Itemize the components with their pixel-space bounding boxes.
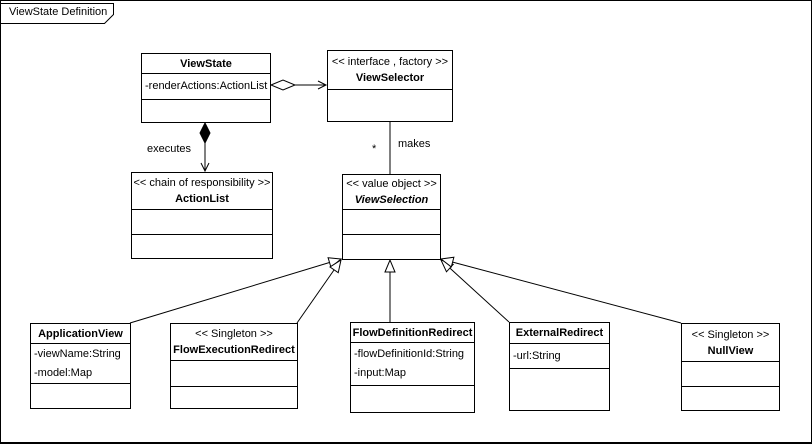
attributes-compartment: -renderActions:ActionList [142,73,270,99]
operations-compartment [132,234,272,258]
stereotype: << Singleton >> [195,328,273,340]
uml-class-viewstate: ViewState -renderActions:ActionList [141,53,271,123]
class-name: ExternalRedirect [515,327,604,339]
name-compartment: ExternalRedirect [510,323,609,343]
attribute: -model:Map [34,366,93,379]
uml-class-nullview: << Singleton >> NullView [681,323,780,411]
stereotype: << value object >> [346,178,437,190]
operations-compartment [343,234,440,259]
operations-compartment [31,383,130,408]
attributes-compartment: -flowDefinitionId:String -input:Map [351,342,474,385]
name-compartment: ViewState [142,54,270,73]
class-name: ViewSelection [354,194,429,206]
class-name: FlowDefinitionRedirect [352,326,473,339]
class-name: ViewState [180,57,232,70]
composition-diamond-icon [199,121,211,145]
attribute: -url:String [513,349,561,362]
uml-class-flowexecutionredirect: << Singleton >> FlowExecutionRedirect [170,323,298,409]
operations-compartment [351,385,474,412]
association-label: makes [398,138,431,150]
operations-compartment [328,89,452,121]
name-compartment: << Singleton >> FlowExecutionRedirect [171,324,297,360]
uml-class-viewselector: << interface , factory >> ViewSelector [327,50,453,122]
stereotype: << chain of responsibility >> [133,177,271,189]
attributes-compartment: -url:String [510,343,609,368]
uml-class-flowdefinitionredirect: FlowDefinitionRedirect -flowDefinitionId… [350,322,475,413]
name-compartment: << interface , factory >> ViewSelector [328,51,452,89]
attributes-compartment [132,209,272,234]
generalization-externalredirect [440,259,510,323]
name-compartment: << value object >> ViewSelection [343,175,440,209]
operations-compartment [682,386,779,410]
attributes-compartment [343,209,440,234]
attribute: -flowDefinitionId:String [354,348,465,360]
attribute: -input:Map [354,367,406,379]
operations-compartment [510,368,609,410]
class-name: ActionList [175,193,229,205]
uml-class-externalredirect: ExternalRedirect -url:String [509,322,610,411]
name-compartment: FlowDefinitionRedirect [351,323,474,342]
composition-label: executes [147,143,192,155]
attributes-compartment [682,361,779,386]
stereotype: << interface , factory >> [331,56,449,68]
generalization-flowexecutionredirect [296,258,342,324]
uml-class-viewselection: << value object >> ViewSelection [342,174,441,260]
generalization-nullview [439,256,682,324]
class-name: ApplicationView [38,327,123,340]
uml-class-actionlist: << chain of responsibility >> ActionList [131,172,273,259]
name-compartment: ApplicationView [31,324,130,343]
name-compartment: << Singleton >> NullView [682,324,779,361]
uml-class-applicationview: ApplicationView -viewName:String -model:… [30,323,131,409]
attributes-compartment [171,360,297,386]
attributes-compartment: -viewName:String -model:Map [31,343,130,383]
frame-title: ViewState Definition [9,6,108,18]
class-name: ViewSelector [355,72,425,84]
class-name: FlowExecutionRedirect [173,344,295,356]
class-name: NullView [707,344,754,357]
operations-compartment [171,386,297,408]
name-compartment: << chain of responsibility >> ActionList [132,173,272,209]
association-multiplicity: * [372,143,377,155]
stereotype: << Singleton >> [691,328,770,341]
attribute: -renderActions:ActionList [145,80,268,92]
generalization-applicationview [129,257,343,324]
operations-compartment [142,99,270,122]
aggregation-diamond-icon [269,79,297,91]
attribute: -viewName:String [34,347,121,360]
